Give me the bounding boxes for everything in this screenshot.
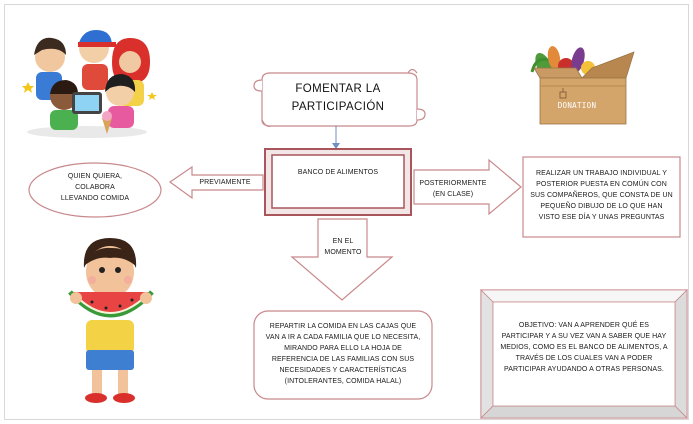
center-box-label: BANCO DE ALIMENTOS [290,167,386,178]
center-box-shape [265,149,411,215]
right-box-text: REALIZAR UN TRABAJO INDIVIDUAL Y POSTERI… [529,168,674,223]
bottom-box-text: REPARTIR LA COMIDA EN LAS CAJAS QUE VAN … [262,321,424,387]
right-arrow-label: POSTERIORMENTE (EN CLASE) [418,178,488,200]
objective-text: OBJETIVO: VAN A APRENDER QUÉ ES PARTICIP… [500,320,668,375]
boy-watermelon-illustration [62,232,158,408]
left-arrow-label: PREVIAMENTE [192,177,258,188]
left-oval-text: QUIEN QUIERA, COLABORA LLEVANDO COMIDA [58,171,132,204]
donation-box-label: DONATION [550,100,604,111]
title-text: FOMENTAR LA PARTICIPACIÓN [282,80,394,116]
donation-box-illustration [522,38,642,128]
title-connector [332,126,340,149]
children-group-illustration [12,22,162,140]
down-arrow-shape [292,219,392,300]
down-arrow-label: EN EL MOMENTO [322,236,364,258]
